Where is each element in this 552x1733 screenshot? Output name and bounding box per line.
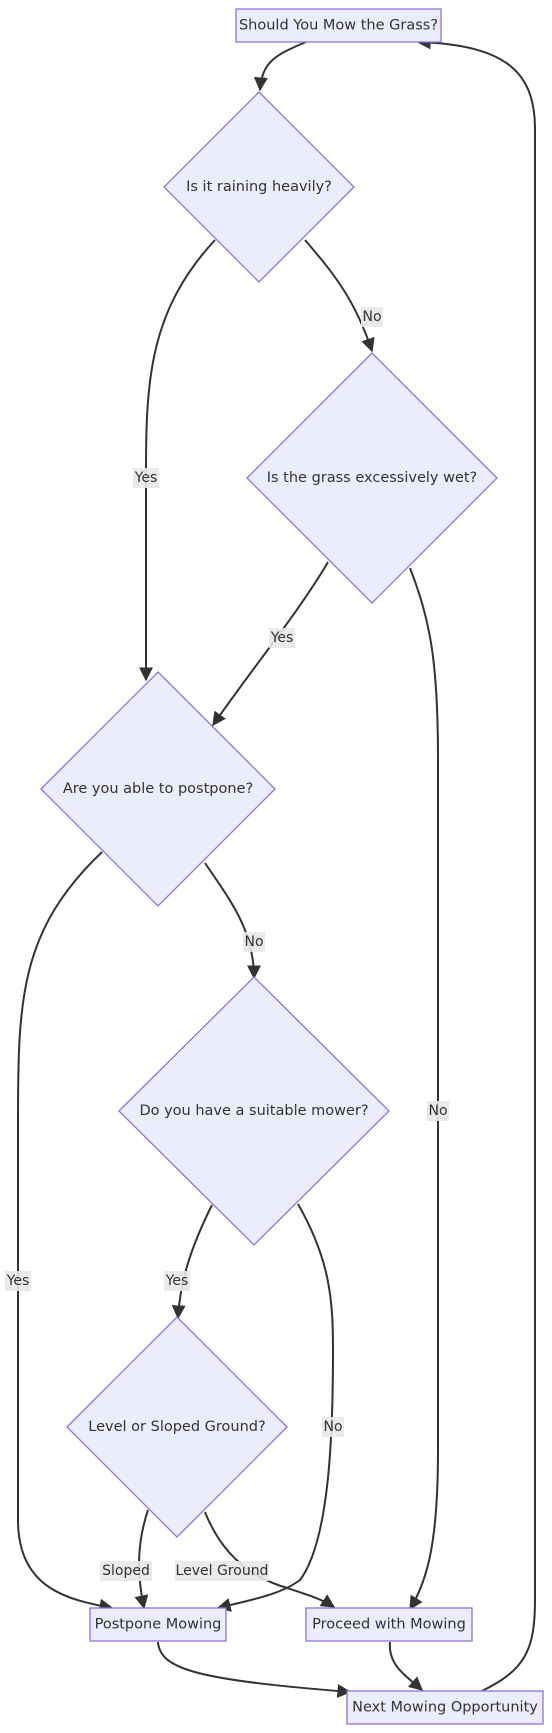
svg-text:Yes: Yes (270, 630, 294, 646)
node-postpone-question[interactable]: Are you able to postpone? (40, 671, 276, 907)
node-raining[interactable]: Is it raining heavily? (163, 91, 355, 283)
node-mower[interactable]: Do you have a suitable mower? (118, 976, 390, 1246)
svg-text:Is the grass excessively wet?: Is the grass excessively wet? (267, 470, 478, 486)
svg-text:No: No (244, 934, 263, 950)
svg-text:Should You Mow the Grass?: Should You Mow the Grass? (239, 18, 438, 34)
edge-mower-yes (171, 1204, 213, 1320)
svg-text:Do you have a suitable mower?: Do you have a suitable mower? (139, 1103, 368, 1119)
svg-text:No: No (323, 1419, 342, 1435)
edge-labels: Yes No Yes No Yes No Yes No (5, 307, 449, 1581)
edge-label-wet-no: No (427, 1101, 449, 1121)
edge-label-raining-yes: Yes (133, 468, 159, 488)
edge-raining-yes (139, 239, 216, 682)
edge-mower-no (216, 1203, 335, 1612)
edge-raining-no (304, 239, 375, 353)
edge-label-sloped: Sloped (100, 1561, 152, 1581)
edge-postpone-to-next (157, 1641, 352, 1698)
edge-label-postpone-yes: Yes (5, 1271, 31, 1291)
node-wet[interactable]: Is the grass excessively wet? (246, 352, 498, 604)
node-postpone[interactable]: Postpone Mowing (89, 1607, 227, 1642)
edge-postpone-yes (16, 851, 114, 1613)
node-ground[interactable]: Level or Sloped Ground? (66, 1316, 288, 1538)
node-next[interactable]: Next Mowing Opportunity (346, 1690, 544, 1725)
edges (16, 35, 537, 1698)
edge-postpone-no (204, 862, 261, 980)
edge-start-to-raining (253, 41, 307, 92)
edge-label-wet-yes: Yes (269, 628, 295, 648)
nodes: Should You Mow the Grass? Is it raining … (40, 8, 544, 1725)
svg-text:Yes: Yes (6, 1273, 30, 1289)
edge-level (204, 1511, 336, 1608)
edge-label-level: Level Ground (175, 1561, 269, 1581)
svg-text:Are you able to postpone?: Are you able to postpone? (63, 781, 253, 797)
svg-text:Postpone Mowing: Postpone Mowing (95, 1617, 222, 1633)
svg-text:Sloped: Sloped (102, 1563, 150, 1579)
edge-wet-no (409, 567, 440, 1611)
edge-next-to-start (416, 35, 537, 1692)
svg-text:Yes: Yes (165, 1273, 189, 1289)
svg-text:Proceed with Mowing: Proceed with Mowing (312, 1617, 466, 1633)
svg-text:Level or Sloped Ground?: Level or Sloped Ground? (88, 1419, 265, 1435)
svg-text:No: No (428, 1103, 447, 1119)
svg-text:Yes: Yes (134, 470, 158, 486)
edge-sloped (134, 1509, 149, 1610)
node-proceed[interactable]: Proceed with Mowing (305, 1607, 473, 1642)
edge-proceed-to-next (388, 1641, 424, 1691)
node-start[interactable]: Should You Mow the Grass? (235, 8, 442, 43)
edge-label-raining-no: No (361, 307, 383, 327)
svg-text:Next Mowing Opportunity: Next Mowing Opportunity (352, 1700, 538, 1716)
edge-label-postpone-no: No (243, 932, 265, 952)
svg-text:Is it raining heavily?: Is it raining heavily? (186, 179, 332, 195)
svg-text:No: No (362, 309, 381, 325)
svg-text:Level Ground: Level Ground (176, 1563, 269, 1579)
edge-label-mower-yes: Yes (164, 1271, 190, 1291)
edge-label-mower-no: No (322, 1417, 344, 1437)
